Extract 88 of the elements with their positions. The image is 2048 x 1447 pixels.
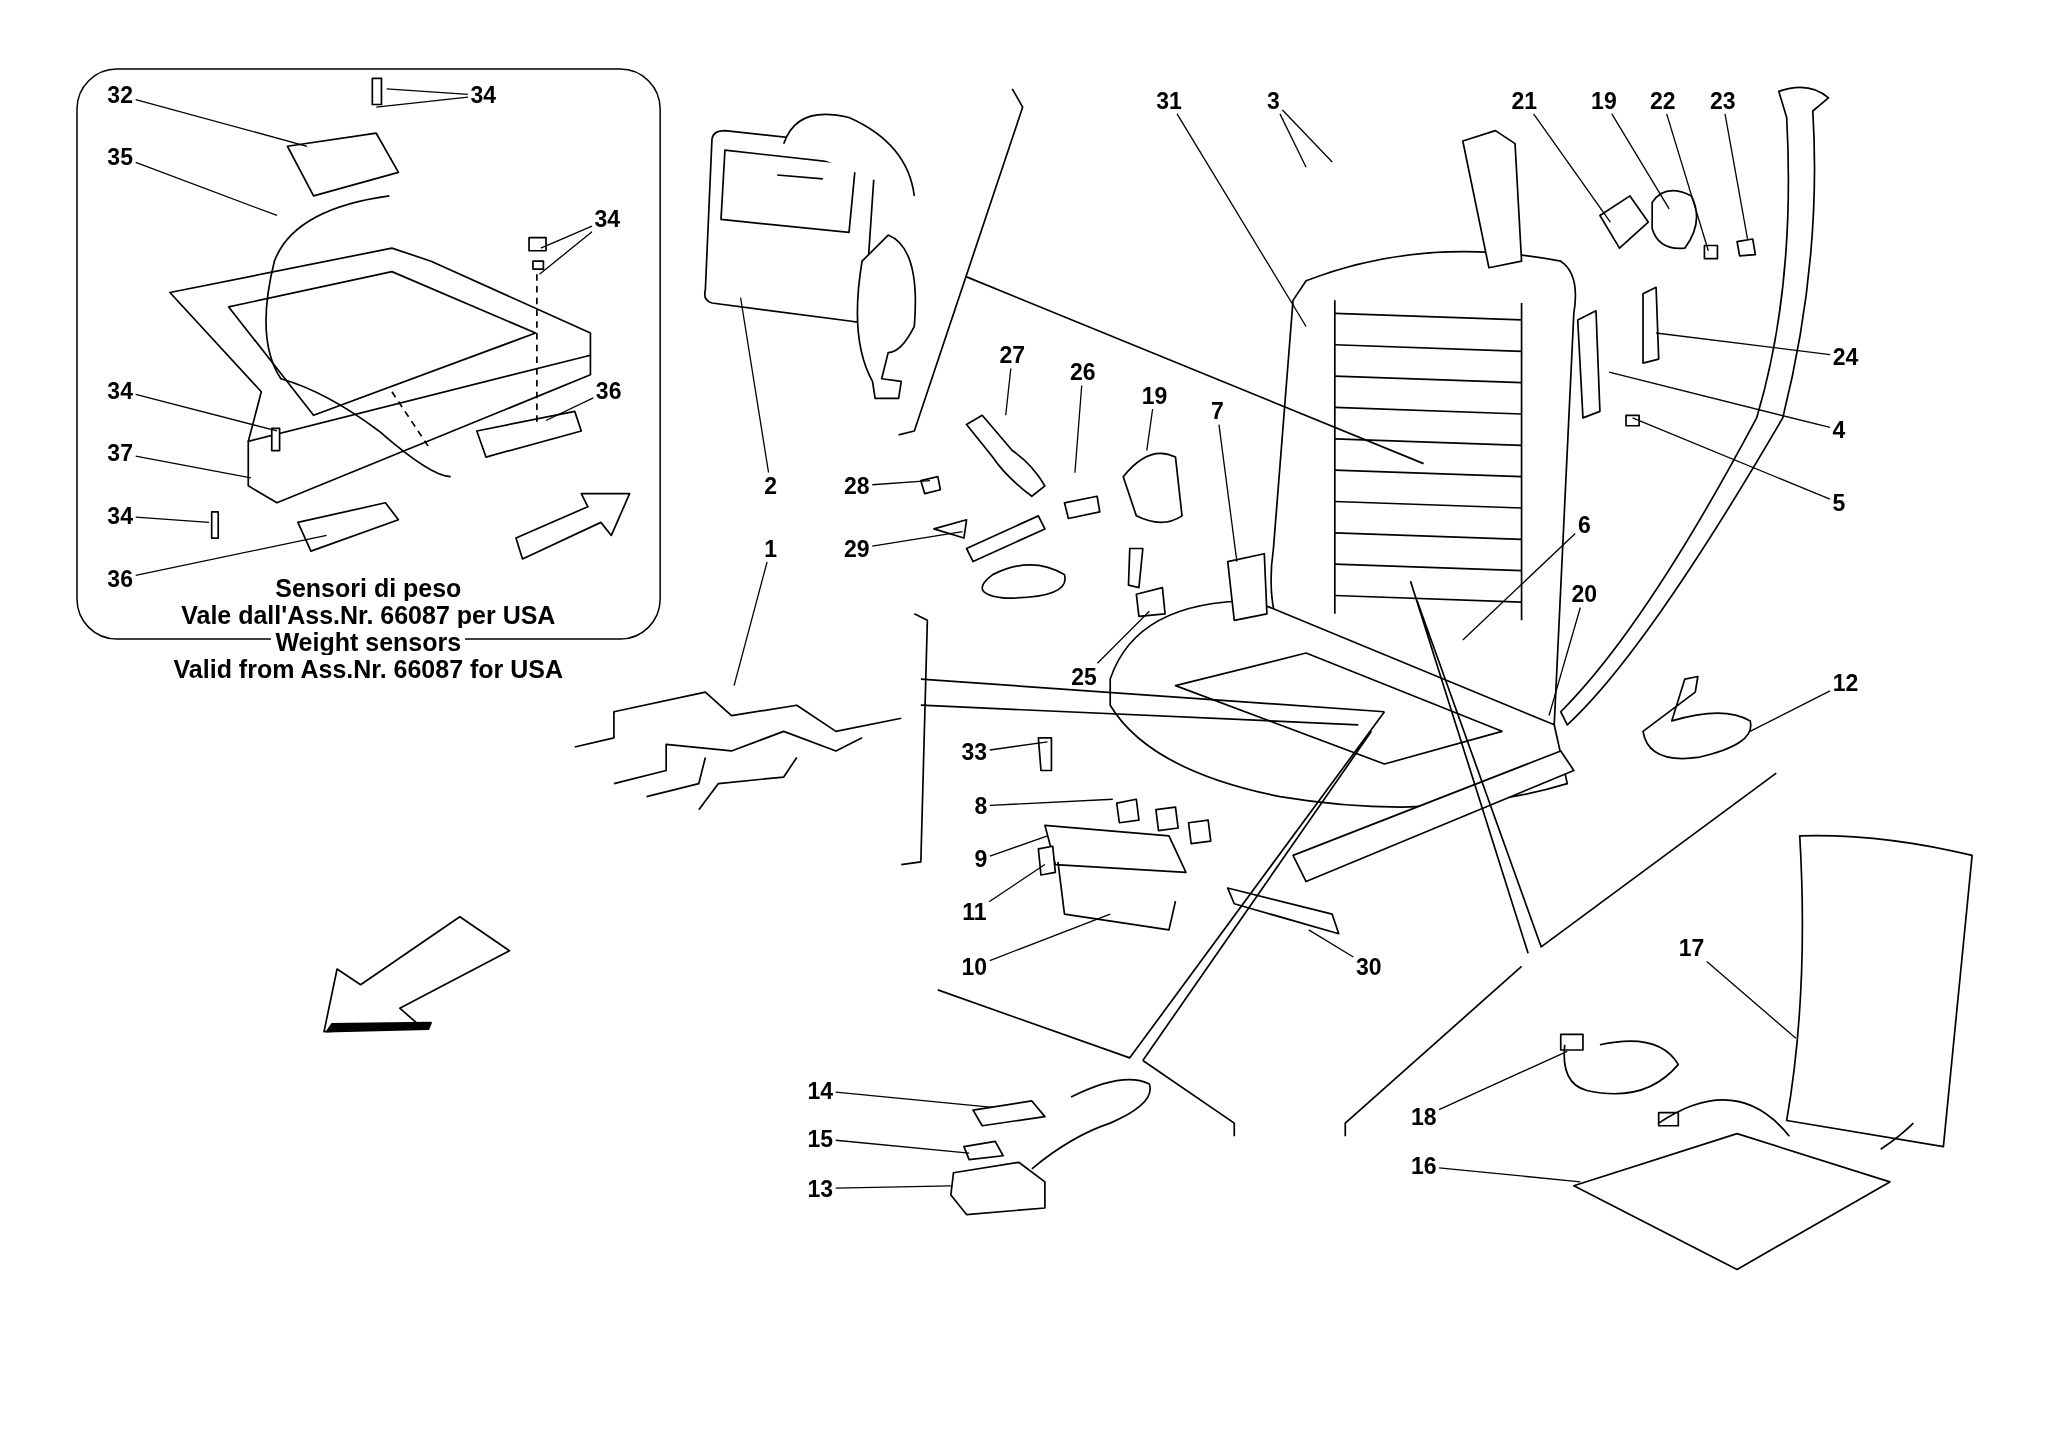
- callout-number: 11: [962, 899, 987, 924]
- leader-line: [1608, 371, 1831, 429]
- callout-number: 19: [1141, 383, 1168, 408]
- leader-line: [1438, 1050, 1568, 1111]
- leader-line: [988, 863, 1046, 903]
- callout-number: 34: [470, 83, 497, 108]
- leader-line: [1631, 417, 1831, 500]
- leader-line: [1749, 690, 1831, 732]
- callout-number: 5: [1832, 490, 1846, 515]
- leader-line: [135, 98, 308, 147]
- callout-number: 4: [1832, 417, 1846, 442]
- callout-number: 36: [107, 566, 133, 591]
- callout-number: 27: [999, 343, 1026, 368]
- callout-number: 34: [594, 207, 621, 232]
- callout-number: 12: [1832, 671, 1859, 696]
- leader-line: [739, 297, 770, 474]
- leader-line: [135, 516, 210, 524]
- leader-line: [835, 1185, 952, 1189]
- leader-line: [135, 455, 252, 479]
- callout-number: 15: [807, 1126, 834, 1151]
- callout-number: 24: [1832, 344, 1859, 369]
- leader-line: [1096, 610, 1151, 664]
- callout-number: 13: [807, 1176, 834, 1201]
- leader-line: [1074, 384, 1083, 474]
- leader-line: [1655, 332, 1831, 356]
- callout-number: 3: [1267, 88, 1280, 113]
- leader-line: [733, 561, 768, 687]
- caption-heading: Weight sensors: [271, 627, 466, 656]
- callout-number: 14: [807, 1078, 834, 1103]
- callout-number: 30: [1356, 954, 1382, 979]
- callout-number: 18: [1410, 1104, 1437, 1129]
- leader-line: [1611, 113, 1670, 210]
- leader-line: [135, 161, 278, 217]
- callout-number: 36: [595, 378, 622, 403]
- leader-line: [386, 88, 469, 95]
- leader-line: [871, 530, 964, 547]
- callout-number: 25: [1071, 664, 1097, 689]
- leader-line: [1146, 408, 1154, 452]
- callout-number: 34: [107, 378, 133, 403]
- callout-number: 35: [107, 144, 133, 169]
- callout-number: 26: [1069, 360, 1096, 385]
- leader-line: [375, 96, 469, 108]
- callout-number: 33: [961, 740, 988, 765]
- leader-line: [538, 231, 593, 275]
- callout-number: 2: [764, 473, 777, 498]
- callout-number: 6: [1577, 513, 1591, 538]
- leader-line: [1308, 929, 1354, 958]
- leader-line: [1532, 113, 1612, 223]
- callout-number: 20: [1571, 582, 1598, 607]
- leader-line: [1176, 113, 1307, 328]
- leader-line: [1666, 113, 1709, 252]
- callout-number: 17: [1678, 936, 1705, 961]
- leader-line: [135, 534, 328, 576]
- callout-number: 10: [961, 954, 988, 979]
- leader-line: [1281, 109, 1333, 163]
- leader-line: [989, 741, 1049, 751]
- callout-number: 19: [1591, 88, 1617, 113]
- callout-number: 7: [1210, 399, 1224, 424]
- leader-line: [1462, 532, 1576, 641]
- callout-number: 31: [1156, 88, 1182, 113]
- callout-number: 34: [107, 503, 133, 528]
- callout-number: 37: [107, 441, 133, 466]
- callout-number: 21: [1511, 88, 1538, 113]
- callout-number: 8: [974, 793, 988, 818]
- leader-line: [835, 1091, 994, 1109]
- leader-line: [1548, 606, 1581, 717]
- leader-line: [989, 913, 1111, 962]
- leader-line: [1724, 113, 1749, 240]
- leader-line: [1218, 424, 1238, 563]
- leader-line: [545, 397, 594, 422]
- callout-number: 23: [1709, 88, 1736, 113]
- leader-line: [540, 225, 593, 249]
- callout-number: 29: [844, 536, 870, 561]
- leader-line: [1005, 367, 1012, 416]
- leader-line: [989, 798, 1114, 807]
- leader-line: [135, 393, 278, 432]
- callout-number: 22: [1649, 88, 1676, 113]
- leader-line: [1706, 960, 1797, 1039]
- callout-number: 1: [764, 536, 777, 561]
- callout-number: 16: [1410, 1154, 1437, 1179]
- leader-line: [835, 1139, 970, 1154]
- leader-line: [989, 835, 1049, 857]
- leader-line: [1438, 1167, 1581, 1183]
- callout-number: 28: [844, 473, 870, 498]
- leader-line: [871, 479, 931, 486]
- callout-number: 32: [107, 83, 133, 108]
- callout-number: 9: [974, 847, 988, 872]
- leader-line: [1279, 113, 1307, 168]
